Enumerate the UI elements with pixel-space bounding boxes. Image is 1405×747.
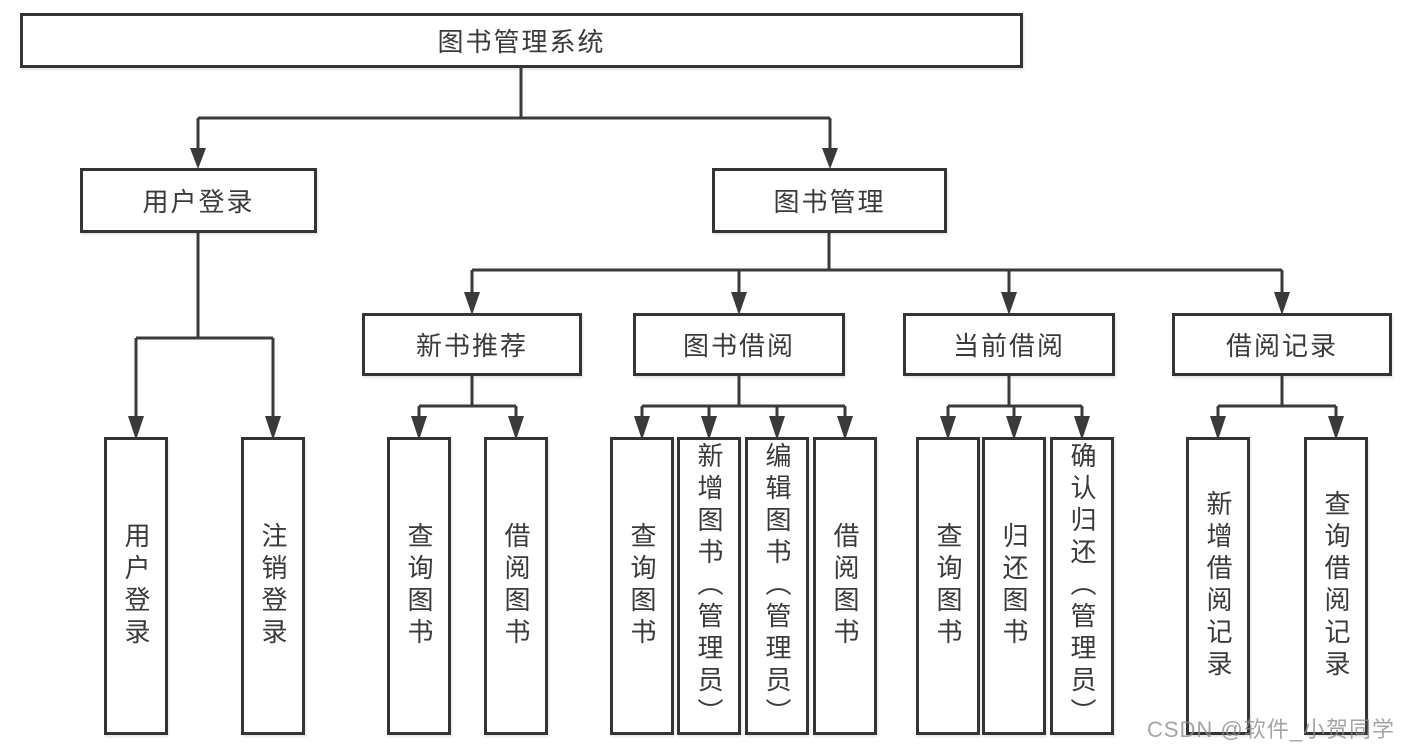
leaf-query-books-current: 查询图书: [916, 437, 980, 735]
node-new-book-recommendation: 新书推荐: [362, 313, 582, 376]
node-label: 图书管理: [773, 187, 886, 217]
node-label: 查询图书: [933, 522, 963, 650]
node-label: 归还图书: [999, 522, 1029, 650]
node-label: 查询借阅记录: [1321, 490, 1351, 682]
node-label: 确认归还（管理员）: [1067, 442, 1097, 730]
node-label: 查询图书: [404, 522, 434, 650]
connector-root-to-level2: [190, 67, 838, 169]
node-label: 新书推荐: [415, 331, 528, 361]
leaf-add-borrow-record: 新增借阅记录: [1186, 437, 1250, 735]
node-label: 新增图书（管理员）: [694, 442, 724, 730]
connector-new-book-children: [411, 376, 524, 440]
leaf-query-books-recommend: 查询图书: [387, 437, 451, 735]
leaf-query-borrow-record: 查询借阅记录: [1304, 437, 1368, 735]
csdn-watermark: CSDN @软件_小贺同学: [1146, 717, 1395, 742]
leaf-edit-book-admin: 编辑图书（管理员）: [745, 437, 809, 735]
node-label: 查询图书: [627, 522, 657, 650]
connector-user-login-children: [128, 233, 281, 440]
leaf-confirm-return-admin: 确认归还（管理员）: [1050, 437, 1114, 735]
leaf-borrow-books: 借阅图书: [813, 437, 877, 735]
node-label: 借阅图书: [830, 522, 860, 650]
node-label: 借阅图书: [501, 522, 531, 650]
leaf-return-book: 归还图书: [982, 437, 1046, 735]
node-library-management-system: 图书管理系统: [20, 13, 1023, 68]
leaf-logout: 注销登录: [241, 437, 305, 735]
leaf-user-login: 用户登录: [104, 437, 168, 735]
node-label: 图书管理系统: [437, 27, 606, 57]
node-user-login: 用户登录: [80, 168, 317, 233]
connector-book-borrowing-children: [634, 376, 853, 440]
node-label: 图书借阅: [682, 331, 795, 361]
node-label: 用户登录: [142, 187, 255, 217]
node-book-borrowing: 图书借阅: [633, 313, 845, 376]
connector-borrowing-records-children: [1210, 376, 1344, 440]
node-book-management: 图书管理: [712, 168, 947, 233]
leaf-add-book-admin: 新增图书（管理员）: [677, 437, 741, 735]
node-label: 借阅记录: [1225, 331, 1338, 361]
leaf-query-books-borrow: 查询图书: [610, 437, 674, 735]
connector-book-management-children: [464, 233, 1290, 315]
node-borrowing-records: 借阅记录: [1172, 313, 1392, 376]
connector-current-borrowing-children: [940, 376, 1090, 440]
node-label: 注销登录: [258, 522, 288, 650]
leaf-borrow-books-recommend: 借阅图书: [484, 437, 548, 735]
node-label: 当前借阅: [952, 331, 1065, 361]
node-label: 编辑图书（管理员）: [762, 442, 792, 730]
node-label: 用户登录: [121, 522, 151, 650]
node-current-borrowing: 当前借阅: [903, 313, 1115, 376]
node-label: 新增借阅记录: [1203, 490, 1233, 682]
